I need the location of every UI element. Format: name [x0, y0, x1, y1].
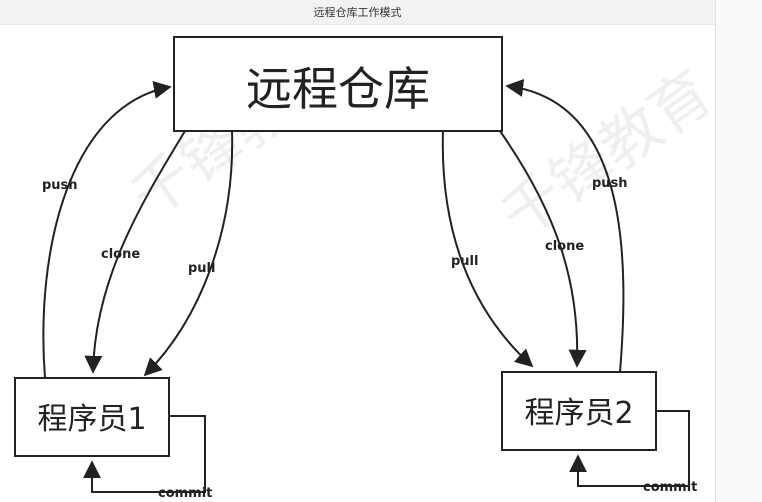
- dev1-clone-label: clone: [101, 247, 140, 262]
- dev2-pull-arrow: [441, 130, 534, 368]
- remote-repo-label: 远程仓库: [246, 62, 430, 116]
- dev1-pull-arrow: [143, 130, 234, 377]
- svg-text:千锋教育: 千锋教育: [488, 57, 715, 252]
- dev1-commit-loop: [83, 415, 206, 493]
- developer1-node: 程序员1: [14, 377, 170, 457]
- dev1-commit-label: commit: [158, 486, 212, 501]
- dev1-push-arrow: [42, 81, 172, 379]
- dev2-commit-loop: [569, 410, 690, 487]
- dev1-push-label: push: [42, 178, 78, 193]
- dev2-push-arrow: [505, 78, 625, 373]
- remote-repo-node: 远程仓库: [173, 36, 503, 132]
- dev2-clone-label: clone: [545, 239, 584, 254]
- scrollbar-track[interactable]: [715, 0, 762, 502]
- dev1-pull-label: pull: [188, 261, 215, 276]
- dev2-pull-label: pull: [451, 254, 478, 269]
- developer2-label: 程序员2: [524, 396, 633, 431]
- developer1-label: 程序员1: [37, 402, 146, 437]
- dev1-clone-arrow: [84, 130, 186, 374]
- developer2-node: 程序员2: [501, 371, 657, 451]
- dev2-push-label: push: [592, 176, 628, 191]
- dev2-commit-label: commit: [643, 480, 697, 495]
- dev2-clone-arrow: [499, 130, 587, 368]
- window-title: 远程仓库工作模式: [0, 0, 715, 25]
- workflow-diagram: 千锋教育 千锋教育 远程仓库 程序员1 程序员2 push clone pull…: [14, 36, 715, 501]
